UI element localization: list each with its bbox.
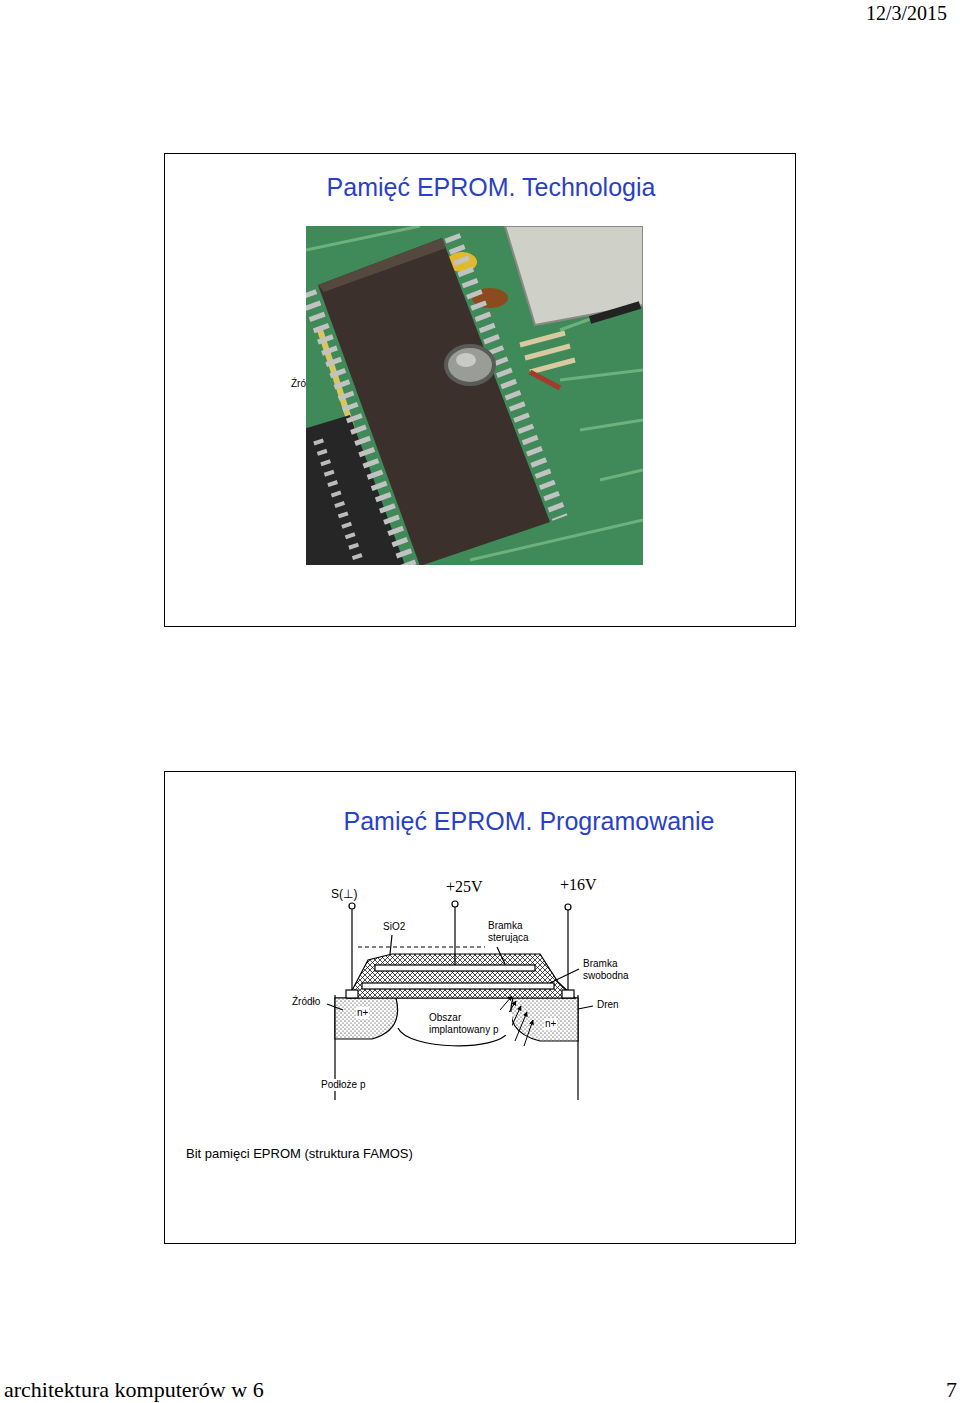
substrate-edge: [335, 995, 578, 1100]
slide-frame: Pamięć EPROM. ProgramowanieBit pamięci E…: [164, 771, 796, 1244]
eprom-photo: [306, 226, 643, 565]
leader-line: [327, 1004, 343, 1010]
oxide-layer: [348, 954, 575, 998]
leader-line: [497, 947, 505, 964]
part-label: Bramka sterująca: [487, 920, 549, 943]
leader-line: [550, 969, 579, 983]
illustration-part: [318, 440, 360, 565]
slide-frame: Pamięć EPROM. Technologia: [164, 153, 796, 627]
illustration-part: [590, 305, 640, 320]
region-label: Obszar implantowany p: [428, 1012, 512, 1035]
leader-line: [390, 935, 392, 954]
famos-cell: [327, 901, 593, 1100]
page-number: 7: [946, 1377, 957, 1402]
illustration-part: [505, 226, 643, 325]
region-label: n+: [356, 1007, 369, 1019]
terminal: [349, 903, 355, 909]
illustration-part: [446, 346, 494, 384]
drain-contact: [562, 990, 574, 998]
terminal-label: S(⊥): [330, 888, 358, 902]
illustration-part: [318, 238, 446, 292]
n-plus-source: [335, 998, 398, 1039]
illustration-part: [456, 353, 476, 367]
source-contact: [346, 990, 358, 998]
illustration-part: [500, 996, 512, 1010]
illustration-part: [524, 1020, 533, 1046]
drain-wire: [567, 910, 568, 990]
illustration-part: [530, 372, 560, 388]
floating-gate: [362, 983, 554, 989]
slide-title: Pamięć EPROM. Programowanie: [344, 806, 715, 836]
control-gate: [375, 965, 535, 971]
leader-line: [578, 1006, 593, 1009]
part-label: SiO2: [382, 921, 406, 933]
terminal: [452, 901, 458, 907]
part-label: Źródło: [291, 996, 321, 1008]
date-label: 12/3/2015: [866, 2, 947, 25]
figure-caption: Bit pamięci EPROM (struktura FAMOS): [186, 1146, 413, 1162]
footer-label: architektura komputerów w 6: [4, 1377, 264, 1402]
voltage-label: +16V: [559, 876, 598, 894]
part-label: Dren: [596, 999, 620, 1011]
region-label: n+: [544, 1018, 557, 1030]
illustration-part: [318, 238, 550, 565]
n-plus-drain: [511, 998, 578, 1041]
illustration-part: [515, 1012, 527, 1041]
fragment-label: Źró: [291, 378, 306, 390]
region-label: Podłoże p: [320, 1079, 366, 1091]
dashed-line: [358, 946, 485, 947]
gate-wire: [454, 907, 455, 965]
voltage-label: +25V: [445, 878, 484, 896]
source-wire: [351, 909, 352, 990]
illustration-part: [520, 333, 575, 372]
part-label: Bramka swobodna: [582, 958, 644, 981]
terminal: [565, 904, 571, 910]
slide-title: Pamięć EPROM. Technologia: [327, 172, 656, 202]
